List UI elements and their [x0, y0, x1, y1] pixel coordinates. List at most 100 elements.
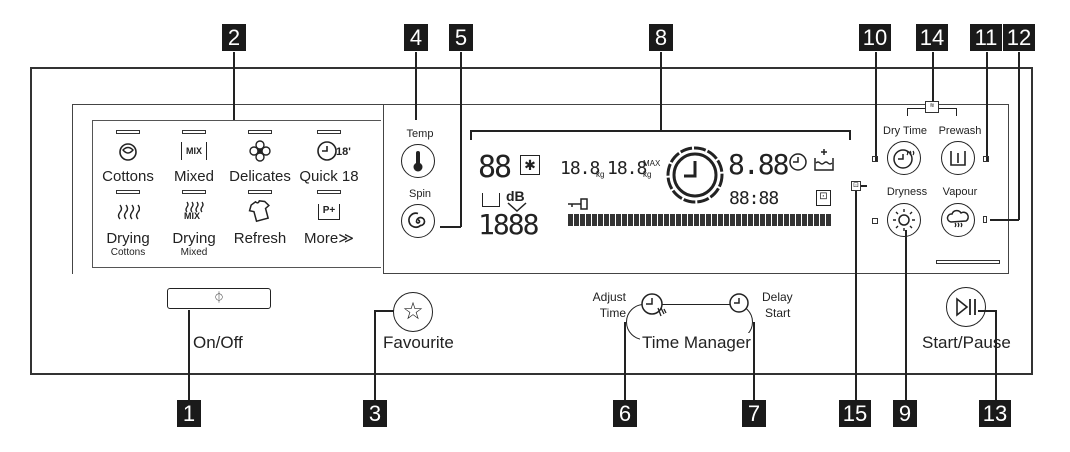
display-time-big: 8.88: [728, 148, 789, 181]
programme-delicates[interactable]: Delicates: [229, 168, 291, 185]
temp-button[interactable]: [401, 144, 435, 178]
delay-start-label-1: Delay: [762, 290, 793, 304]
programme-drying-cottons[interactable]: Drying: [106, 230, 150, 247]
drying-mixed-icon-text: MIX: [184, 211, 201, 221]
thermometer-icon: [413, 151, 423, 172]
callout-2: 2: [222, 24, 246, 51]
callout-11-line: [986, 52, 988, 162]
spin-button[interactable]: [401, 204, 435, 238]
display-weight-2: 18.8: [607, 158, 647, 179]
callout-15-line-h: [855, 185, 867, 187]
led-cottons: [116, 130, 140, 134]
sun-icon: [893, 209, 915, 231]
spin-spiral-icon: [408, 212, 426, 228]
callout-1-line: [188, 310, 190, 400]
on-off-label: On/Off: [193, 333, 243, 352]
dry-time-clock-icon: [893, 149, 915, 169]
power-icon: ⏀: [213, 292, 225, 304]
key-lock-icon: [568, 198, 588, 210]
led-delicates: [248, 130, 272, 134]
display-area-outline: [383, 104, 1009, 274]
display-db: dB: [506, 188, 525, 204]
adjust-time-label-2: Time: [599, 306, 626, 320]
delay-start-label-2: Start: [765, 306, 791, 320]
dryness-label: Dryness: [886, 186, 928, 198]
refresh-shirt-icon: [248, 200, 270, 223]
callout-12: 12: [1003, 24, 1035, 51]
programme-quick18[interactable]: Quick 18: [299, 168, 359, 185]
play-pause-icon: [956, 297, 976, 317]
callout-15: 15: [839, 400, 871, 427]
callout-7-line: [753, 322, 755, 400]
tank-icon: ≋: [925, 101, 939, 113]
display-bracket: [470, 130, 850, 132]
callout-3-line-h: [376, 310, 394, 312]
more-icon: P+: [318, 204, 340, 220]
led-drying-cottons: [116, 190, 140, 194]
start-pause-button[interactable]: [946, 287, 986, 327]
callout-13-line-h: [978, 310, 996, 312]
time-manager-label: Time Manager: [640, 333, 753, 353]
dry-time-label: Dry Time: [883, 125, 927, 137]
control-panel-outline: [30, 67, 1033, 375]
dry-time-led: [872, 156, 878, 162]
adjust-time-clock-icon[interactable]: [640, 290, 670, 320]
on-off-button[interactable]: ⏀: [167, 288, 271, 309]
programme-mixed[interactable]: Mixed: [173, 168, 214, 185]
callout-5-line: [460, 52, 462, 227]
callout-15-line: [855, 185, 857, 400]
callout-12-line: [1018, 52, 1020, 220]
callout-9-line: [905, 230, 907, 400]
delay-start-clock-icon[interactable]: [728, 292, 750, 314]
vapour-led: [983, 216, 987, 223]
callout-10-line: [875, 52, 877, 162]
callout-3: 3: [363, 400, 387, 427]
mixed-icon: MIX: [181, 142, 207, 160]
delicates-icon: [249, 140, 271, 162]
prewash-button[interactable]: [941, 141, 975, 175]
vapour-button[interactable]: [941, 203, 975, 237]
led-quick18: [317, 130, 341, 134]
led-more: [317, 190, 341, 194]
callout-3-line: [374, 310, 376, 400]
dryness-led: [872, 218, 878, 224]
display-programme-digits: 88: [478, 150, 512, 185]
programme-refresh[interactable]: Refresh: [233, 230, 287, 247]
callout-5: 5: [449, 24, 473, 51]
callout-14: 14: [916, 24, 948, 51]
programme-drying-mixed[interactable]: Drying: [172, 230, 216, 247]
programme-cottons[interactable]: Cottons: [102, 168, 154, 185]
programme-selector-frame: [92, 120, 381, 268]
status-led-bar: [936, 260, 1000, 264]
display-bracket-r: [849, 130, 851, 140]
led-drying-mixed: [182, 190, 206, 194]
callout-6-line: [624, 322, 626, 400]
dryness-button[interactable]: [887, 203, 921, 237]
callout-12-line-h: [990, 219, 1019, 221]
prewash-led: [983, 156, 989, 162]
callout-10: 10: [859, 24, 891, 51]
favourite-button[interactable]: ☆: [393, 292, 433, 332]
display-1888: 1888: [478, 208, 539, 241]
dry-time-button[interactable]: [887, 141, 921, 175]
quick18-icon-text: 18': [336, 146, 351, 158]
led-refresh: [248, 190, 272, 194]
cottons-icon: [119, 143, 137, 161]
callout-4-line: [415, 52, 417, 120]
detergent-drawer-icon: [482, 193, 500, 207]
callout-8: 8: [649, 24, 673, 51]
favourite-label: Favourite: [383, 333, 454, 352]
callout-5-line-h: [440, 226, 461, 228]
display-clock-icon: [666, 146, 724, 204]
door-lock-led-icon: ⊡: [851, 181, 861, 191]
callout-14-line: [932, 52, 934, 102]
progress-segments-bar: [568, 214, 832, 226]
drying-mixed-icon: [185, 201, 204, 213]
programme-drying-cottons-sub: Cottons: [110, 247, 146, 258]
vapour-label: Vapour: [942, 186, 978, 198]
display-clock-small: 88:88: [729, 188, 779, 209]
door-lock-icon: ⊡: [816, 190, 831, 206]
programme-more[interactable]: More≫: [304, 230, 354, 247]
led-mixed: [182, 130, 206, 134]
prewash-label: Prewash: [938, 125, 982, 137]
